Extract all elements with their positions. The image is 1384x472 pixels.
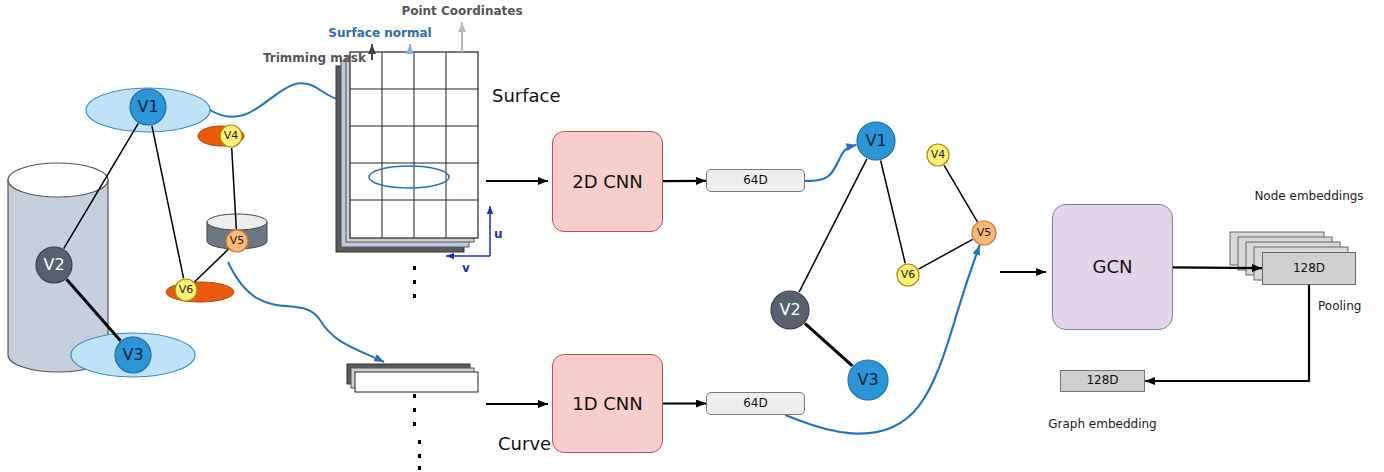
graph-edge — [799, 159, 867, 292]
node-label: V4 — [224, 130, 239, 142]
graph-edge — [152, 126, 184, 279]
flow-arrow — [1173, 266, 1262, 269]
node-label: 128D — [1086, 374, 1118, 387]
flow-arrow — [785, 245, 979, 433]
vertex-circle — [220, 125, 242, 147]
process-box: 64D — [706, 392, 805, 415]
vertex-circle — [130, 89, 166, 125]
u-axis — [489, 206, 491, 256]
vertex-circle — [226, 230, 248, 252]
graph-vertex: V6 — [174, 278, 198, 302]
node-label: V6 — [901, 269, 916, 281]
vertex-circle — [36, 247, 72, 283]
node-label: V3 — [857, 371, 878, 389]
node-label: V2 — [779, 301, 800, 319]
graph-vertex: V2 — [770, 290, 810, 330]
curve-stack — [347, 364, 478, 392]
vertex-circle — [927, 144, 949, 166]
vertex-circle — [771, 291, 809, 329]
node-label: V4 — [931, 149, 946, 161]
graph-edge — [195, 249, 229, 281]
graph-vertex: V5 — [225, 229, 249, 253]
node-label: V6 — [179, 284, 194, 296]
node-label: 128D — [1293, 262, 1325, 275]
process-box: 128DGraph embedding — [1060, 370, 1145, 392]
annotation-label: Curve — [498, 434, 551, 454]
process-box: 1D CNN — [552, 354, 663, 453]
node-label: V2 — [43, 256, 64, 274]
annotation-label: Trimming mask — [263, 52, 366, 65]
node-label: 1D CNN — [572, 394, 643, 414]
annotation-label: u — [494, 228, 503, 241]
edge-sample-arrow — [228, 262, 384, 362]
v-axis — [446, 255, 490, 257]
graph-vertex: V3 — [847, 359, 889, 401]
vertex-circle — [115, 337, 151, 373]
node-label: V1 — [865, 132, 886, 150]
face-disc — [86, 88, 210, 132]
graph-edge — [919, 239, 973, 269]
graph-vertex: V4 — [219, 124, 243, 148]
node-label: V1 — [137, 98, 158, 116]
node-label: 2D CNN — [572, 172, 643, 192]
edge-ring — [198, 126, 244, 146]
graph-edge — [232, 148, 237, 229]
face-disc — [71, 333, 195, 377]
graph-edge — [67, 279, 121, 340]
channel-arrow — [461, 22, 463, 52]
flow-arrow — [805, 145, 856, 181]
process-box: Node embeddings128D — [1262, 252, 1356, 285]
flow-arrow — [663, 402, 706, 404]
annotation-label: Surface normal — [328, 27, 431, 40]
graph-vertex: V5 — [971, 220, 997, 246]
vertex-circle — [848, 360, 888, 400]
process-box: 2D CNN — [552, 131, 663, 232]
vertex-circle — [857, 122, 895, 160]
flow-arrow — [663, 180, 706, 182]
graph-vertex: V2 — [35, 246, 73, 284]
channel-arrow — [371, 44, 373, 60]
graph-vertex: V3 — [114, 336, 152, 374]
vertex-circle — [897, 264, 919, 286]
surface-grid — [336, 52, 478, 252]
node-label: 64D — [743, 397, 768, 410]
graph-edge — [805, 323, 852, 366]
annotation-label: Point Coordinates — [401, 5, 522, 18]
channel-arrow — [409, 44, 411, 54]
graph-edge — [881, 160, 906, 263]
graph-edge — [64, 123, 139, 248]
vertex-circle — [175, 279, 197, 301]
flow-arrow — [486, 403, 548, 405]
face-sample-arrow — [210, 83, 348, 117]
graph-vertex: V4 — [926, 143, 950, 167]
annotation-label: v — [462, 262, 470, 275]
node-label: V5 — [977, 227, 992, 239]
flow-arrow — [486, 180, 548, 182]
node-label: V3 — [122, 346, 143, 364]
graph-vertex: V6 — [896, 263, 920, 287]
graph-edge — [944, 165, 977, 221]
flow-arrow — [1000, 271, 1046, 273]
edge-label: Pooling — [1316, 299, 1363, 313]
node-label: 64D — [743, 174, 768, 187]
process-box: GCN — [1052, 204, 1173, 330]
graph-vertex: V1 — [856, 121, 896, 161]
graph-vertex: V1 — [129, 88, 167, 126]
process-box: 64D — [706, 169, 805, 192]
caption-label: Node embeddings — [1254, 189, 1363, 203]
node-label: V5 — [230, 235, 245, 247]
vertex-circle — [972, 221, 996, 245]
node-label: GCN — [1093, 257, 1133, 277]
annotation-label: Surface — [492, 86, 561, 106]
caption-label: Graph embedding — [1048, 417, 1157, 431]
